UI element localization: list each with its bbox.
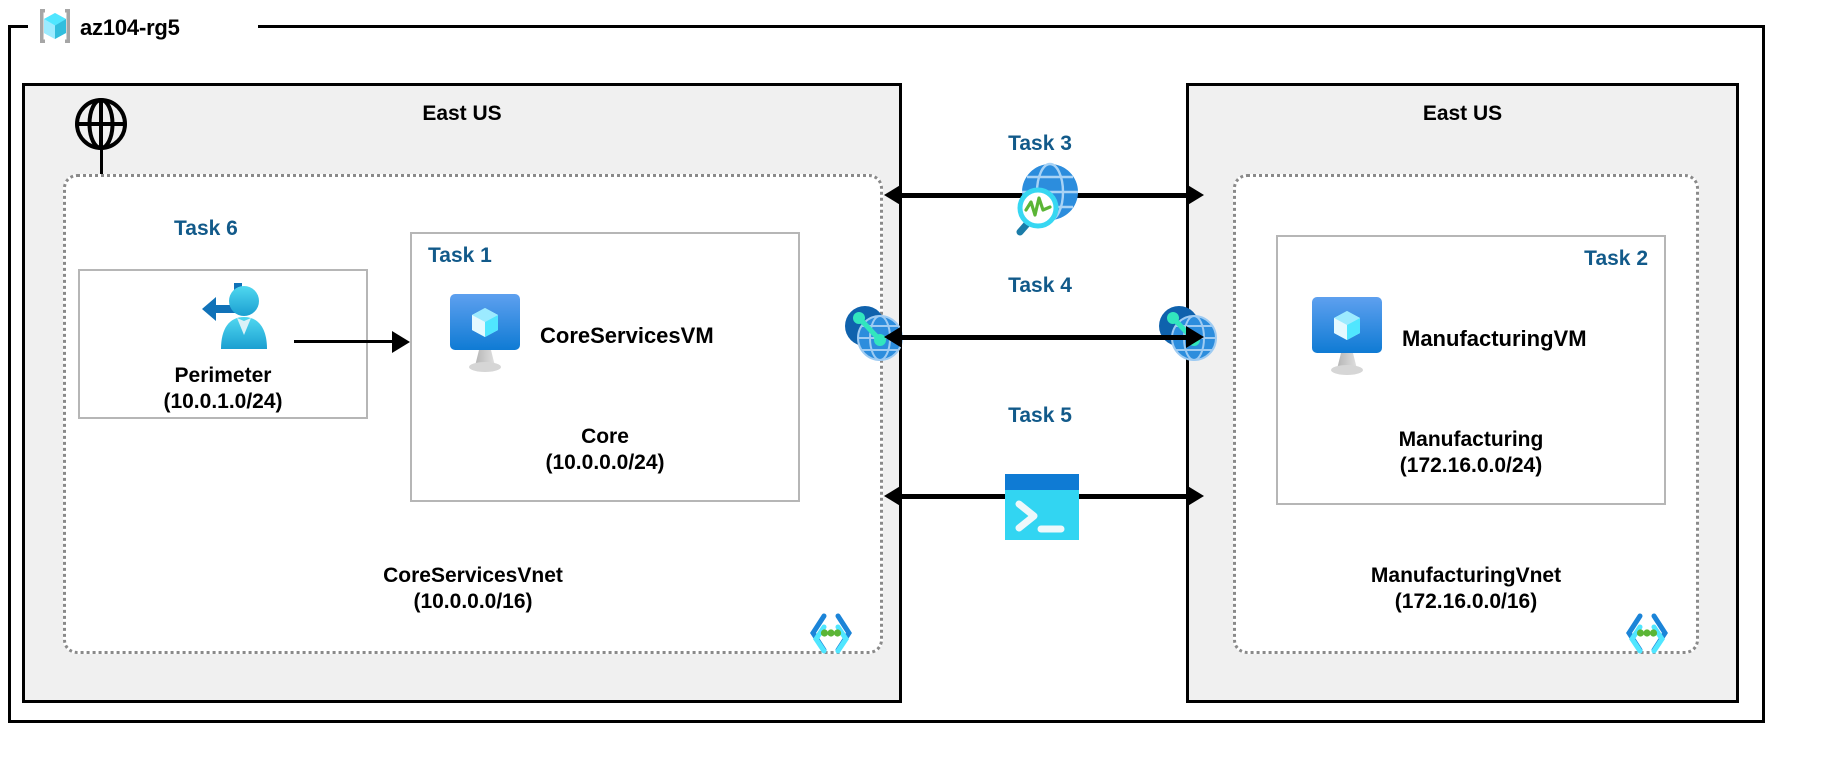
resource-group-frame [8, 25, 1765, 723]
task-3-arrowhead-right [1186, 184, 1204, 206]
task-4-connector-line [902, 335, 1186, 340]
task-4-arrowhead-right [1186, 326, 1204, 348]
virtual-machine-icon [446, 292, 524, 379]
vnet-left-cidr: (10.0.0.0/16) [413, 589, 533, 613]
task-4-label: Task 4 [1008, 274, 1072, 297]
subnet-brackets-icon [808, 611, 854, 660]
subnet-perimeter-cidr: (10.0.1.0/24) [163, 389, 283, 413]
subnet-core-name: Core [581, 425, 629, 448]
task-1-label: Task 1 [428, 244, 492, 267]
vnet-right-name: ManufacturingVnet [1370, 564, 1562, 587]
bastion-user-icon [188, 279, 276, 364]
task-4-arrowhead-left [884, 326, 902, 348]
vm-name-manufacturingvm: ManufacturingVM [1402, 325, 1587, 351]
perimeter-to-core-line [294, 340, 392, 343]
network-watcher-icon [1000, 158, 1084, 247]
region-left-title: East US [422, 102, 502, 125]
task-5-arrowhead-right [1186, 485, 1204, 507]
cloud-shell-icon [1003, 472, 1081, 547]
region-east-us-left: East US Task 6 [22, 83, 902, 703]
vnet-right-cidr: (172.16.0.0/16) [1394, 589, 1538, 613]
task-3-label: Task 3 [1008, 132, 1072, 155]
resource-group-title-notch [28, 6, 258, 50]
vnet-manufacturingvnet: Task 2 [1233, 174, 1699, 654]
task-5-arrowhead-left [884, 485, 902, 507]
resource-group-title: az104-rg5 [34, 8, 180, 48]
task-3-arrowhead-left [884, 184, 902, 206]
subnet-core: Task 1 [410, 232, 800, 502]
task-2-label: Task 2 [1584, 247, 1648, 270]
resource-group-name: az104-rg5 [80, 15, 180, 40]
perimeter-to-core-arrowhead [392, 331, 410, 353]
subnet-brackets-icon [1624, 611, 1670, 660]
subnet-manufacturing: Task 2 [1276, 235, 1666, 505]
subnet-perimeter: Perimeter (10.0.1.0/24) [78, 269, 368, 419]
region-east-us-right: East US Task 2 [1186, 83, 1739, 703]
subnet-manufacturing-name: Manufacturing [1398, 428, 1544, 451]
azure-resource-group-icon [34, 5, 76, 52]
task-5-label: Task 5 [1008, 404, 1072, 427]
region-right-title: East US [1422, 102, 1503, 125]
vnet-left-name: CoreServicesVnet [383, 564, 563, 587]
task-6-label: Task 6 [174, 217, 238, 240]
subnet-perimeter-name: Perimeter [174, 364, 272, 387]
virtual-machine-icon [1308, 295, 1386, 382]
internet-globe-icon [73, 96, 129, 157]
subnet-manufacturing-cidr: (172.16.0.0/24) [1399, 453, 1543, 477]
vm-name-coreservicesvm: CoreServicesVM [540, 322, 714, 348]
vnet-coreservicesvnet: Task 6 [63, 174, 883, 654]
subnet-core-cidr: (10.0.0.0/24) [545, 450, 665, 474]
